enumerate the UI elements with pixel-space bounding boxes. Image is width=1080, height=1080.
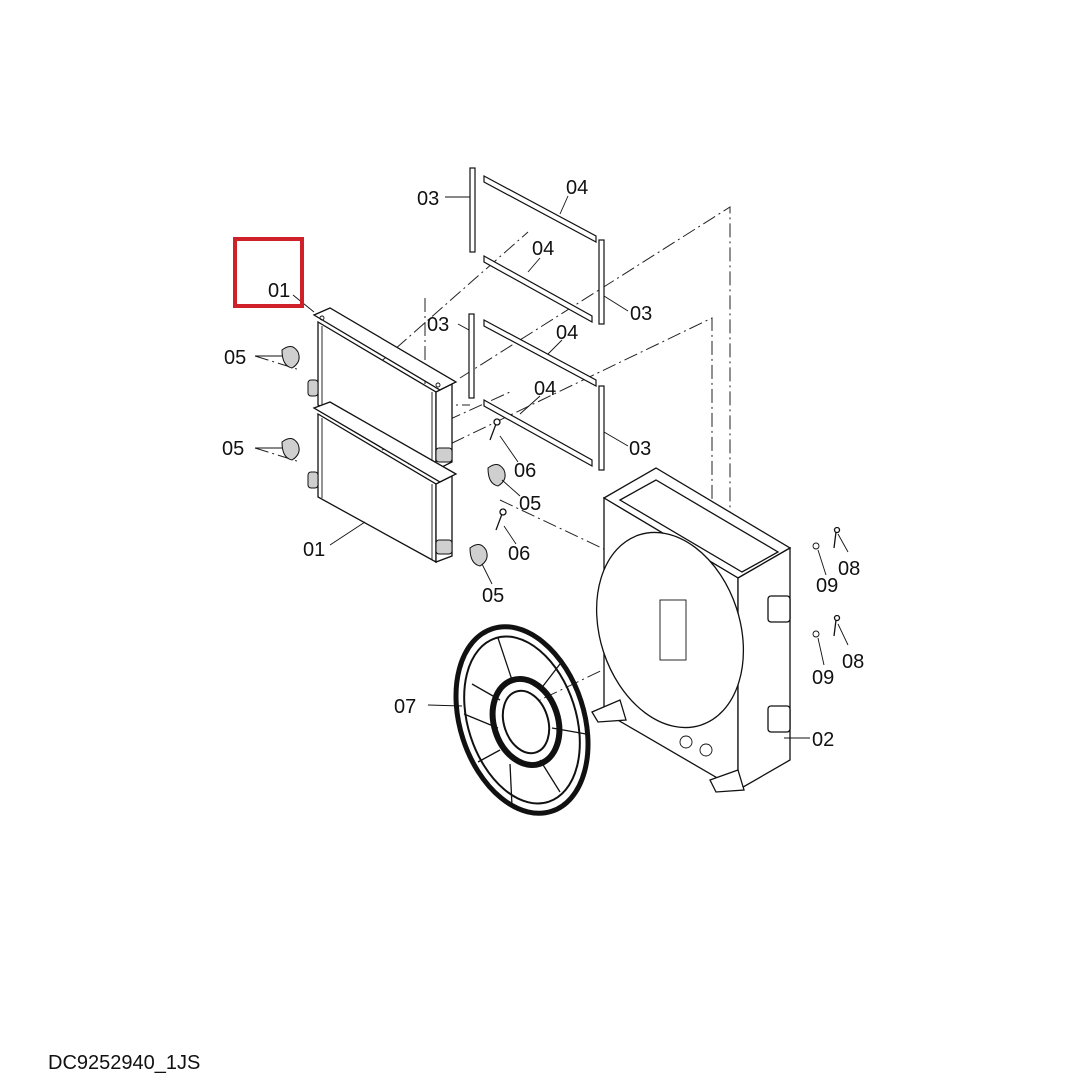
seal-strip-04-lower — [483, 398, 593, 468]
seal-strips — [468, 167, 605, 471]
part-label-05: 05 — [224, 347, 246, 369]
part-label-06: 06 — [508, 543, 530, 565]
clamp-05-upper-left — [281, 346, 300, 369]
fan-shroud — [453, 624, 591, 816]
part-label-04: 04 — [532, 238, 554, 260]
clamp-05-lower-left — [281, 438, 300, 461]
part-label-05: 05 — [519, 493, 541, 515]
part-label-03: 03 — [417, 188, 439, 210]
part-label-01-highlighted: 01 — [268, 280, 290, 302]
part-label-09: 09 — [812, 667, 834, 689]
bolts-08-washers-09 — [812, 526, 841, 638]
part-label-09: 09 — [816, 575, 838, 597]
part-label-06: 06 — [514, 460, 536, 482]
leader-lines — [255, 195, 849, 739]
part-label-05: 05 — [222, 438, 244, 460]
seal-strip-03-top-left — [469, 167, 476, 253]
part-label-01: 01 — [303, 539, 325, 561]
seal-strip-04-upper — [483, 254, 593, 324]
part-label-05: 05 — [482, 585, 504, 607]
part-label-08: 08 — [838, 558, 860, 580]
clamp-05-upper-right — [487, 464, 506, 487]
part-label-04: 04 — [534, 378, 556, 400]
seal-strip-04-mid — [483, 318, 597, 388]
seal-strip-04-top — [483, 174, 597, 244]
part-labels: 03 04 04 03 01 03 04 05 04 03 05 06 05 0… — [222, 177, 864, 751]
radiator-core-lower — [307, 401, 458, 564]
seal-strip-03-upper-right — [598, 239, 605, 325]
part-label-04: 04 — [556, 322, 578, 344]
part-label-04: 04 — [566, 177, 588, 199]
part-label-02: 02 — [812, 729, 834, 751]
seal-strip-03-mid-left — [468, 313, 475, 399]
part-label-03: 03 — [630, 303, 652, 325]
clamps-05 — [281, 346, 506, 567]
seal-strip-03-lower-right — [598, 385, 605, 471]
bolts-06 — [489, 418, 507, 531]
part-label-03: 03 — [629, 438, 651, 460]
part-label-03: 03 — [427, 314, 449, 336]
radiator-frame — [591, 467, 792, 793]
part-label-08: 08 — [842, 651, 864, 673]
highlight-box — [233, 237, 304, 308]
drawing-code: DC9252940_1JS — [48, 1052, 201, 1074]
part-label-07: 07 — [394, 696, 416, 718]
clamp-05-lower-right — [469, 544, 488, 567]
